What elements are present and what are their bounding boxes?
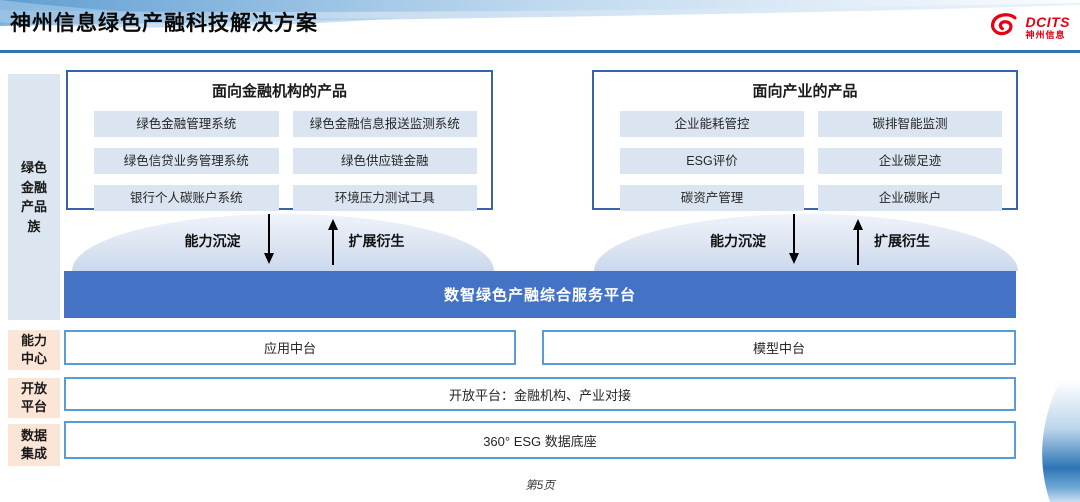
product-chip: 碳排智能监测 <box>818 111 1002 137</box>
flow-row-left: 能力沉淀 扩展衍生 <box>66 212 493 270</box>
layer-model-middle-platform: 模型中台 <box>542 330 1016 365</box>
rail-open-platform: 开放平台 <box>8 378 60 418</box>
group-box-industry-products: 面向产业的产品 企业能耗管控 碳排智能监测 ESG评价 企业碳足迹 碳资产管理 … <box>592 70 1018 211</box>
layer-label: 模型中台 <box>752 341 805 356</box>
product-chip: 绿色金融管理系统 <box>94 111 279 137</box>
rail-item-label: 能力中心 <box>20 332 47 366</box>
product-chip: 企业碳足迹 <box>818 148 1002 174</box>
layer-label: 开放平台：金融机构、产业对接 <box>448 387 631 403</box>
expansion-derivation-label: 扩展衍生 <box>348 233 405 249</box>
page-number: 第5页 <box>525 480 555 492</box>
logo-company-text: 神州信息 <box>1025 30 1066 40</box>
layer-application-middle-platform: 应用中台 <box>64 330 516 365</box>
down-arrow-icon <box>263 213 275 269</box>
layer-label: 应用中台 <box>263 341 316 356</box>
down-arrow-icon <box>788 213 800 269</box>
up-arrow-icon <box>327 218 339 270</box>
product-chip: 企业能耗管控 <box>620 111 804 137</box>
rail-data-integration: 数据集成 <box>8 424 60 466</box>
group-box-financial-products: 面向金融机构的产品 绿色金融管理系统 绿色金融信息报送监测系统 绿色信贷业务管理… <box>66 70 493 211</box>
platform-title: 数智绿色产融综合服务平台 <box>443 287 636 304</box>
product-chip: 绿色供应链金融 <box>292 148 477 174</box>
corner-swoosh-decoration <box>1042 380 1080 502</box>
product-chip: 碳资产管理 <box>620 185 804 211</box>
platform-bar: 数智绿色产融综合服务平台 <box>64 271 1016 318</box>
layer-open-platform: 开放平台：金融机构、产业对接 <box>64 377 1016 411</box>
chip-grid: 企业能耗管控 碳排智能监测 ESG评价 企业碳足迹 碳资产管理 企业碳账户 <box>620 111 1002 211</box>
product-chip: 绿色金融信息报送监测系统 <box>292 111 477 137</box>
logo-brand-text: DCITS <box>1025 14 1070 30</box>
group-title: 面向产业的产品 <box>752 83 858 100</box>
chip-grid: 绿色金融管理系统 绿色金融信息报送监测系统 绿色信贷业务管理系统 绿色供应链金融… <box>94 111 477 211</box>
up-arrow-icon <box>852 218 864 270</box>
product-chip: 绿色信贷业务管理系统 <box>94 148 279 174</box>
product-chip: 企业碳账户 <box>818 185 1002 211</box>
dcits-logo-icon <box>987 11 1023 44</box>
rail-capability-center: 能力中心 <box>8 330 60 370</box>
capability-settling-label: 能力沉淀 <box>184 233 241 249</box>
rail-item-label: 开放平台 <box>20 380 47 414</box>
product-chip: 银行个人碳账户系统 <box>94 185 279 211</box>
rail-item-label: 数据集成 <box>20 427 47 461</box>
group-title: 面向金融机构的产品 <box>211 83 347 100</box>
flow-row-right: 能力沉淀 扩展衍生 <box>592 212 1018 270</box>
product-chip: ESG评价 <box>620 148 804 174</box>
capability-settling-label: 能力沉淀 <box>710 233 766 249</box>
header-swoosh-decoration <box>0 0 1080 28</box>
rail-family-label: 绿色金融产品族 <box>20 160 47 234</box>
layer-label: 360° ESG 数据底座 <box>483 433 597 449</box>
dcits-logo: DCITS 神州信息 <box>987 11 1071 44</box>
page-title: 神州信息绿色产融科技解决方案 <box>10 12 318 35</box>
layer-esg-data-base: 360° ESG 数据底座 <box>64 421 1016 459</box>
product-chip: 环境压力测试工具 <box>292 185 477 211</box>
header-divider-line <box>0 50 1080 53</box>
expansion-derivation-label: 扩展衍生 <box>874 233 930 249</box>
rail-green-finance-product-family: 绿色金融产品族 <box>8 74 60 320</box>
